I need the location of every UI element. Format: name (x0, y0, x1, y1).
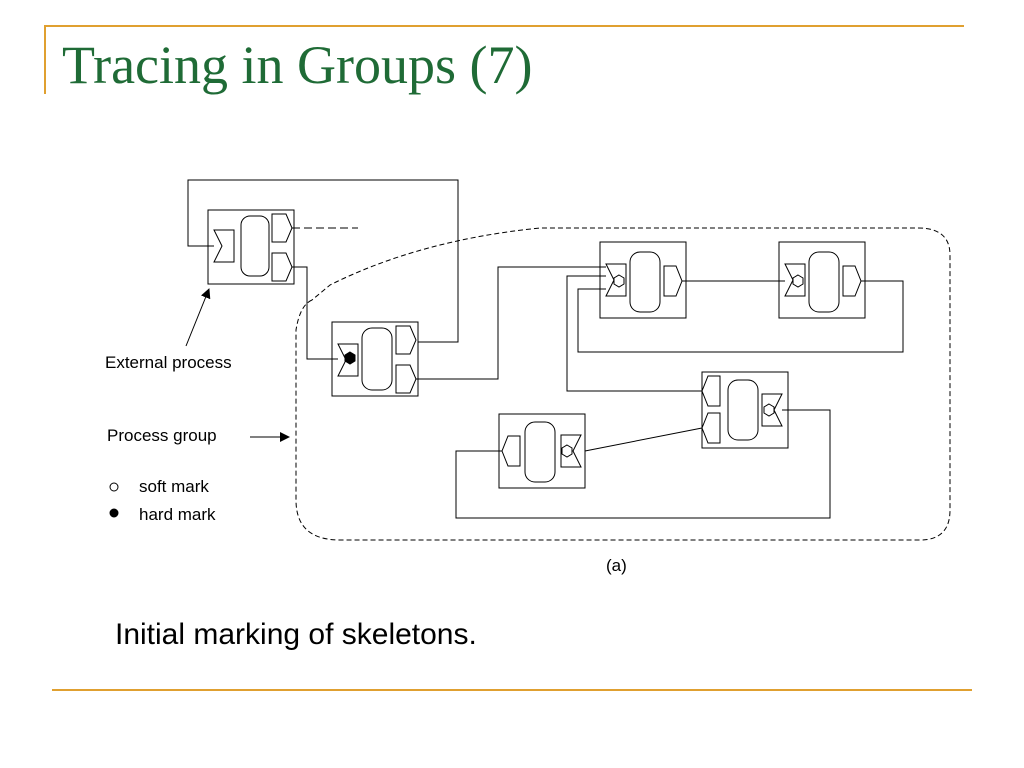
soft-mark-icon (561, 444, 573, 458)
skeleton4-loop-link (577, 280, 904, 353)
slide-title: Tracing in Groups (7) (62, 35, 533, 95)
footer-accent-rule (52, 689, 972, 691)
external-loop-link (187, 179, 459, 343)
external-process-arrow (185, 288, 211, 347)
hard-marked-skeleton (331, 321, 419, 397)
soft-marked-skeleton-4 (778, 241, 866, 319)
soft-marked-skeleton-5 (701, 371, 789, 449)
legend-hard-mark-icon (109, 508, 119, 518)
legend-hard-mark-label: hard mark (139, 505, 216, 524)
soft-marked-skeleton-3 (599, 241, 687, 319)
external-to-group-link (292, 266, 338, 360)
hard-mark-icon (344, 351, 356, 365)
external-process-label: External process (105, 353, 232, 372)
skeleton3-to-skeleton5-link (566, 275, 702, 392)
soft-mark-icon (763, 403, 775, 417)
legend-soft-mark-label: soft mark (139, 477, 209, 496)
figure-tag: (a) (606, 556, 627, 575)
title-accent-rule-left (44, 26, 46, 94)
slide-caption: Initial marking of skeletons. (115, 618, 477, 651)
soft-mark-icon (613, 274, 625, 288)
process-group-boundary (295, 227, 951, 541)
external-process-skeleton (207, 209, 295, 285)
legend-soft-mark-icon (109, 482, 119, 492)
soft-mark-icon (792, 274, 804, 288)
title-accent-rule-top (44, 25, 964, 27)
skeleton2-to-skeleton3-link (416, 266, 606, 380)
process-group-label: Process group (107, 426, 217, 445)
skeleton5-to-skeleton6-link (584, 427, 703, 452)
skeleton6-loop-link (455, 409, 831, 519)
